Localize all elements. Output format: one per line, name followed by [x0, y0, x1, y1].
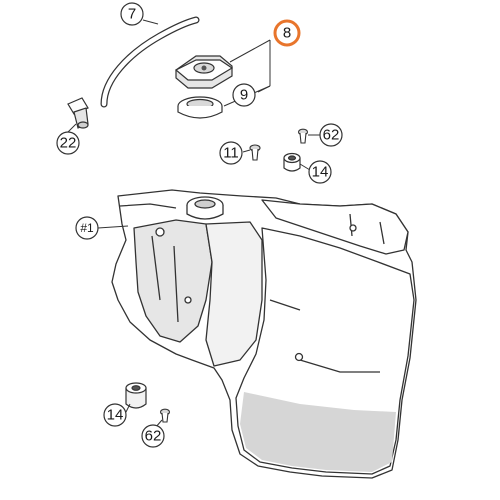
callout-62-bottom: 62: [141, 424, 165, 448]
tank-mount-hole: [184, 296, 192, 304]
callout-label: 7: [128, 6, 136, 23]
bushing-14-bottom: [125, 382, 147, 409]
breather-hose-inner: [101, 17, 199, 107]
callout-label: 8: [283, 25, 291, 42]
callout-9: 9: [232, 83, 256, 107]
screw-11: [249, 144, 261, 161]
callout-8: 8: [273, 19, 301, 47]
callout-label: 62: [145, 428, 162, 445]
fuel-tank: [111, 189, 417, 479]
elbow-fitting: [67, 97, 89, 129]
breather-hose: [100, 16, 200, 108]
callout-label: 62: [323, 127, 340, 144]
callout-label: 22: [60, 135, 77, 152]
filler-cap: [174, 55, 234, 89]
seal-ring: [177, 96, 223, 119]
screw-62-top: [297, 128, 309, 144]
tank-right-lobe: [261, 199, 409, 255]
callout-label: 9: [240, 87, 248, 104]
tank-mount-hole: [349, 224, 357, 232]
callout-label: 14: [312, 164, 329, 181]
tank-mount-hole: [155, 227, 165, 237]
callout-11: 11: [219, 141, 243, 165]
callout-62-top: 62: [319, 123, 343, 147]
screw-62-bottom: [159, 408, 171, 423]
callout-1: #1: [75, 216, 99, 240]
callout-7: 7: [120, 2, 144, 26]
callout-label: #1: [80, 221, 94, 235]
tank-center-wall: [205, 221, 263, 367]
bushing-14-top: [283, 152, 301, 172]
tank-lower-shade: [240, 392, 396, 472]
tank-mount-hole: [294, 352, 304, 362]
callout-label: 11: [223, 145, 239, 162]
leader-lines: [67, 19, 320, 429]
tank-detail-lines: [119, 203, 385, 373]
callout-14-top: 14: [308, 160, 332, 184]
tank-filler-neck-hole: [194, 199, 216, 209]
callout-label: 14: [107, 407, 124, 424]
callout-14-bottom: 14: [103, 403, 127, 427]
tank-filler-neck: [186, 205, 224, 220]
callout-22: 22: [56, 131, 80, 155]
